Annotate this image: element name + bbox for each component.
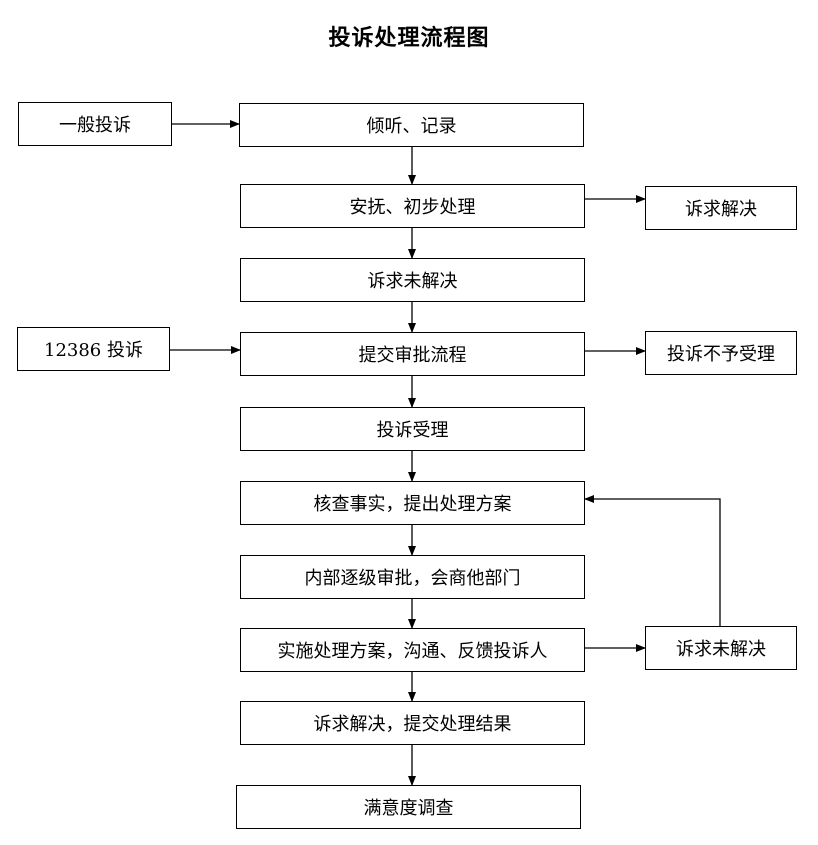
page-title: 投诉处理流程图 (328, 25, 490, 51)
node-internal-approval: 内部逐级审批，会商他部门 (240, 555, 585, 599)
node-not-accepted: 投诉不予受理 (645, 331, 797, 375)
node-general-complaint: 一般投诉 (18, 102, 172, 146)
node-accepted: 投诉受理 (240, 407, 585, 451)
node-listen-record: 倾听、记录 (239, 103, 584, 147)
node-unresolved-2: 诉求未解决 (645, 626, 797, 670)
node-hotline-complaint: 12386 投诉 (17, 327, 170, 371)
node-satisfaction-survey: 满意度调查 (236, 785, 581, 829)
node-resolved-right: 诉求解决 (645, 186, 797, 230)
node-implement-feedback: 实施处理方案，沟通、反馈投诉人 (240, 628, 585, 672)
node-submit-approval: 提交审批流程 (240, 332, 585, 376)
arrow-unresolved-loop-back (584, 495, 721, 626)
